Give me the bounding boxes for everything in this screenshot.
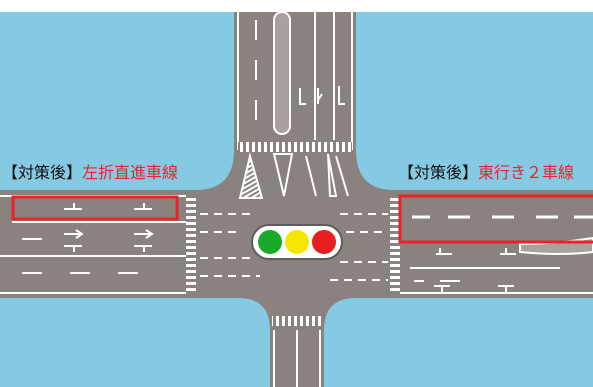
left-caption-prefix: 【対策後】	[2, 163, 83, 182]
east-lane-lines-lower	[410, 267, 560, 282]
signal-green-light	[258, 230, 282, 254]
left-lane-highlight	[11, 195, 179, 221]
right-caption-label: 東行き２車線	[478, 163, 575, 182]
north-crosswalk	[238, 142, 352, 152]
north-road	[234, 12, 356, 192]
corner-south-flare-left	[238, 298, 270, 330]
intersection-guide-lines	[200, 213, 388, 281]
north-channel-markings	[238, 152, 349, 199]
right-caption-prefix: 【対策後】	[398, 163, 479, 182]
signal-yellow-light	[285, 230, 309, 254]
west-lane-dashes	[22, 238, 138, 274]
left-caption-label: 左折直進車線	[82, 163, 179, 182]
corner-north-flare-right	[356, 150, 394, 190]
corner-north-flare-left	[196, 150, 234, 190]
traffic-signal	[251, 224, 343, 260]
right-lane-highlight	[398, 194, 593, 244]
east-crosswalk	[390, 198, 400, 292]
north-lane-lines-right	[314, 12, 335, 140]
north-median	[273, 11, 291, 135]
south-crosswalk	[272, 316, 322, 326]
east-lane-arrows	[434, 248, 516, 292]
west-crosswalk	[186, 198, 196, 292]
left-lane-caption: 【対策後】左折直進車線	[2, 163, 178, 183]
north-lane-arrows	[299, 86, 345, 105]
corner-south-flare-right	[324, 298, 356, 330]
right-lane-caption: 【対策後】東行き２車線	[398, 163, 574, 183]
signal-red-light	[312, 230, 336, 254]
west-lane-arrows	[64, 203, 154, 252]
top-margin	[0, 0, 593, 12]
